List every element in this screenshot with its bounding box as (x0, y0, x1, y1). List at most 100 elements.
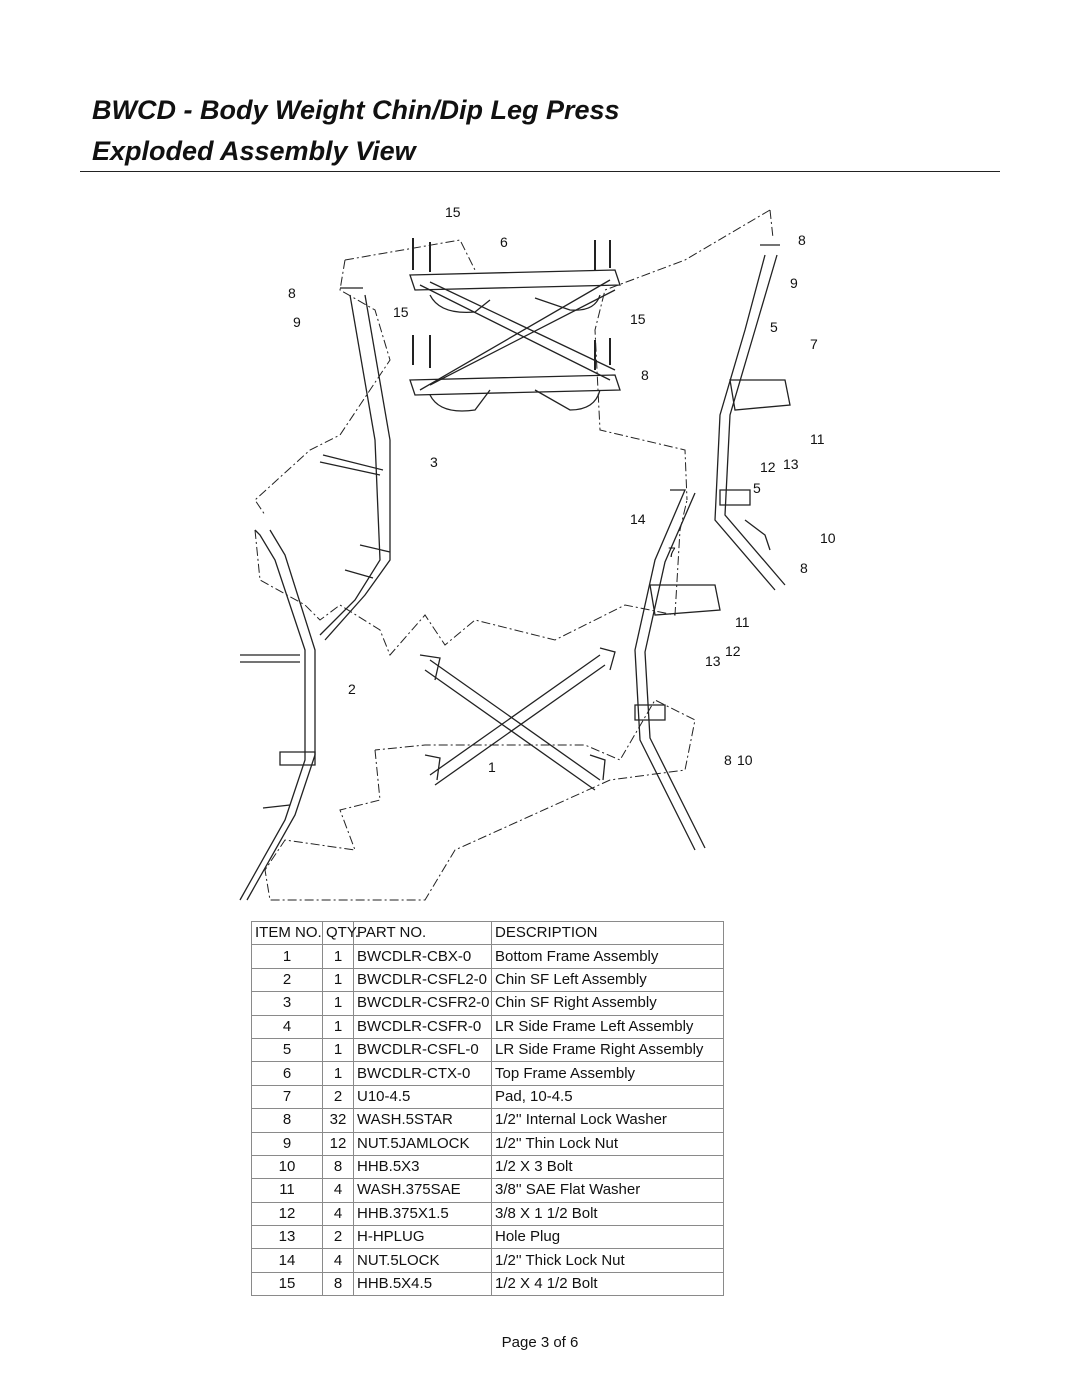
bottom-frame-part (419, 647, 616, 791)
document-subtitle: Exploded Assembly View (92, 136, 416, 166)
callout-label: 15 (393, 304, 409, 320)
callout-label: 11 (810, 431, 825, 447)
table-cell-qty: 32 (322, 1108, 354, 1133)
callout-label: 8 (800, 560, 808, 576)
table-cell-part-no: NUT.5JAMLOCK (353, 1131, 492, 1156)
table-cell-description: 3/8 X 1 1/2 Bolt (491, 1201, 724, 1227)
table-cell-part-no: H-HPLUG (353, 1225, 492, 1250)
callout-label: 2 (348, 681, 356, 697)
callout-label: 5 (753, 480, 761, 496)
header-part-no: PART NO. (353, 920, 492, 946)
table-cell-part-no: HHB.5X3 (353, 1154, 492, 1180)
table-cell-part-no: HHB.375X1.5 (353, 1201, 492, 1227)
callout-label: 13 (705, 653, 721, 669)
table-cell-item-no: 11 (251, 1178, 323, 1203)
table-cell-qty: 12 (322, 1131, 354, 1156)
table-cell-item-no: 14 (251, 1248, 323, 1273)
title-divider (80, 171, 1000, 172)
callout-label: 10 (737, 752, 753, 768)
callout-label: 11 (735, 614, 750, 630)
callout-label: 14 (630, 511, 646, 527)
table-cell-description: 1/2 X 4 1/2 Bolt (491, 1271, 724, 1297)
table-cell-item-no: 6 (251, 1061, 323, 1086)
header-qty: QTY. (322, 920, 359, 946)
table-cell-description: Hole Plug (491, 1225, 724, 1250)
callout-label: 10 (820, 530, 836, 546)
table-cell-qty: 1 (322, 1014, 354, 1039)
callout-label: 3 (430, 454, 438, 470)
table-cell-item-no: 3 (251, 991, 323, 1016)
callout-label: 12 (725, 643, 741, 659)
table-cell-qty: 2 (322, 1084, 354, 1110)
table-cell-qty: 1 (322, 1037, 354, 1063)
table-cell-part-no: BWCDLR-CSFR-0 (353, 1014, 492, 1039)
table-cell-description: LR Side Frame Right Assembly (491, 1037, 724, 1063)
table-cell-description: 1/2'' Thick Lock Nut (491, 1248, 724, 1273)
callout-label: 5 (770, 319, 778, 335)
callout-label: 15 (445, 204, 461, 220)
callout-label: 9 (790, 275, 798, 291)
table-cell-item-no: 10 (251, 1154, 323, 1180)
callout-label: 8 (724, 752, 732, 768)
table-cell-part-no: WASH.375SAE (353, 1178, 492, 1203)
table-cell-description: 3/8'' SAE Flat Washer (491, 1178, 724, 1203)
callout-label: 13 (783, 456, 799, 472)
page-number: Page 3 of 6 (501, 1334, 579, 1351)
table-cell-qty: 2 (322, 1225, 354, 1250)
header-description: DESCRIPTION (491, 920, 724, 946)
table-cell-qty: 8 (322, 1154, 354, 1180)
table-cell-part-no: WASH.5STAR (353, 1108, 492, 1133)
table-cell-description: Chin SF Right Assembly (491, 991, 724, 1016)
table-header-row: ITEM NO. QTY. PART NO. DESCRIPTION (251, 920, 724, 946)
callout-label: 1 (488, 759, 496, 775)
chin-frame-left (239, 287, 391, 901)
callout-label: 15 (630, 311, 646, 327)
table-cell-description: 1/2'' Internal Lock Washer (491, 1108, 724, 1133)
table-cell-qty: 4 (322, 1201, 354, 1227)
table-cell-description: Bottom Frame Assembly (491, 944, 724, 969)
table-cell-part-no: U10-4.5 (353, 1084, 492, 1110)
table-cell-description: Top Frame Assembly (491, 1061, 724, 1086)
table-cell-description: 1/2'' Thin Lock Nut (491, 1131, 724, 1156)
table-cell-qty: 1 (322, 967, 354, 993)
table-cell-item-no: 12 (251, 1201, 323, 1227)
table-cell-description: 1/2 X 3 Bolt (491, 1154, 724, 1180)
callout-label: 8 (288, 285, 296, 301)
table-cell-item-no: 13 (251, 1225, 323, 1250)
table-cell-part-no: BWCDLR-CSFR2-0 (353, 991, 492, 1016)
leg-press-frame-right (634, 244, 791, 851)
callout-label: 9 (293, 314, 301, 330)
table-cell-qty: 4 (322, 1178, 354, 1203)
table-cell-part-no: BWCDLR-CSFL2-0 (353, 967, 492, 993)
header-item-no: ITEM NO. (251, 920, 323, 946)
table-cell-item-no: 4 (251, 1014, 323, 1039)
table-cell-item-no: 1 (251, 944, 323, 969)
table-cell-qty: 1 (322, 944, 354, 969)
callout-label: 8 (641, 367, 649, 383)
table-cell-qty: 8 (322, 1271, 354, 1297)
callout-label: 6 (500, 234, 508, 250)
table-cell-item-no: 2 (251, 967, 323, 993)
table-cell-item-no: 5 (251, 1037, 323, 1063)
table-cell-part-no: BWCDLR-CSFL-0 (353, 1037, 492, 1063)
callout-label: 7 (668, 544, 676, 560)
table-cell-item-no: 15 (251, 1271, 323, 1297)
table-cell-qty: 1 (322, 991, 354, 1016)
exploded-assembly-diagram: 15 6 8 9 8 9 15 15 5 7 8 3 11 12 13 5 14… (239, 204, 836, 901)
callout-label: 8 (798, 232, 806, 248)
table-cell-part-no: BWCDLR-CBX-0 (353, 944, 492, 969)
table-cell-qty: 4 (322, 1248, 354, 1273)
